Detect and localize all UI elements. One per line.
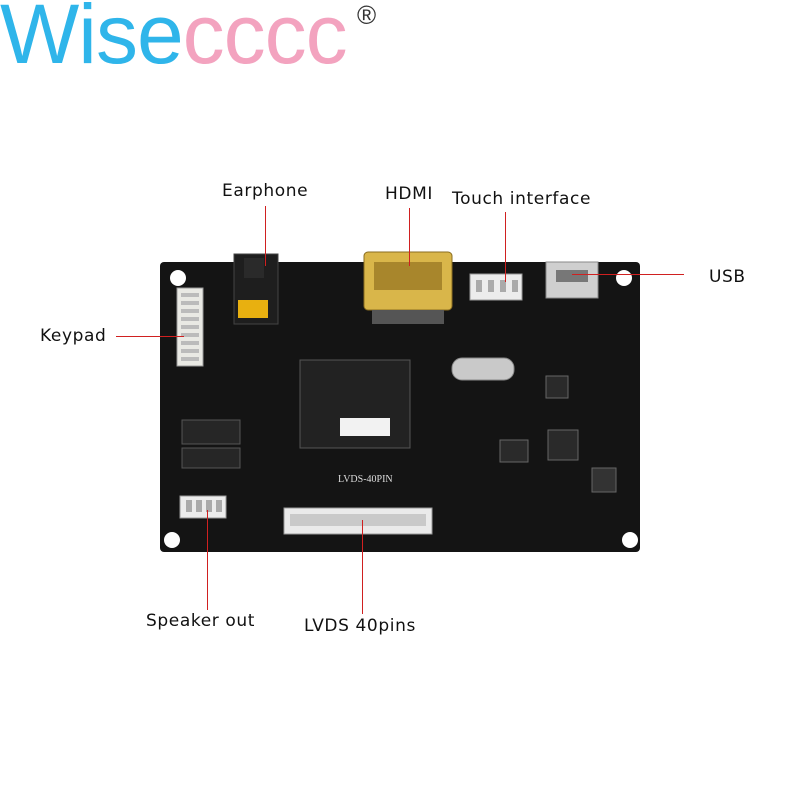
- callout-line-hdmi: [409, 208, 410, 266]
- callout-line-touch: [505, 212, 506, 282]
- mounting-hole: [616, 270, 632, 286]
- registered-mark: ®: [357, 0, 377, 30]
- callout-line-speaker: [207, 510, 208, 610]
- label-lvds-40pins: LVDS 40pins: [304, 616, 416, 636]
- label-touch-interface: Touch interface: [452, 189, 592, 209]
- label-earphone: Earphone: [222, 181, 309, 201]
- label-hdmi: HDMI: [385, 184, 433, 204]
- callout-line-keypad: [116, 336, 184, 337]
- callout-line-earphone: [265, 206, 266, 266]
- brand-logo: Wisecccc: [0, 0, 348, 76]
- brand-logo-part2: cccc: [182, 0, 348, 81]
- crystal: [451, 357, 515, 381]
- label-speaker-out: Speaker out: [146, 611, 255, 631]
- label-usb: USB: [709, 267, 746, 287]
- callout-line-usb: [572, 274, 684, 275]
- mounting-hole: [170, 270, 186, 286]
- mounting-hole: [164, 532, 180, 548]
- brand-logo-part1: Wise: [0, 0, 184, 81]
- callout-line-lvds: [362, 520, 363, 614]
- mounting-hole: [622, 532, 638, 548]
- label-keypad: Keypad: [40, 326, 107, 346]
- board-silkscreen: LVDS-40PIN: [338, 474, 393, 485]
